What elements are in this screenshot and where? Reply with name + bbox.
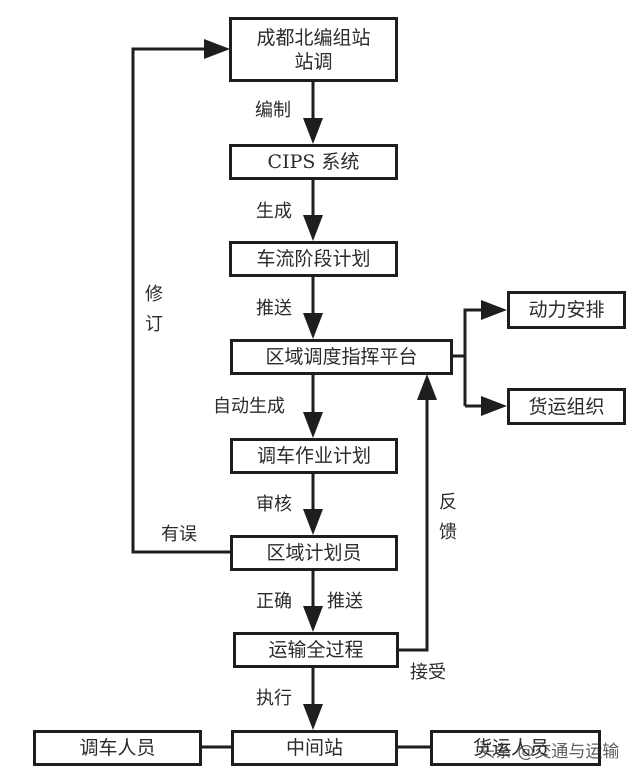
node-power: 动力安排 [507,291,626,329]
node-shunting-plan: 调车作业计划 [230,438,398,474]
arrowhead [204,39,230,59]
edge-label-accept: 接受 [410,662,446,683]
arrowhead [303,606,323,632]
edge-label-correct: 正确 [256,591,292,612]
node-flow-plan: 车流阶段计划 [229,241,398,277]
edge-label-review: 审核 [256,494,292,515]
edge-label-error: 有误 [161,524,197,545]
edge-label-revise: 修订 [145,284,163,335]
edge-label-auto-generate: 自动生成 [213,396,285,417]
node-freight-org: 货运组织 [507,388,626,425]
feedback-loop-line [398,398,429,652]
node-shunting-staff: 调车人员 [33,730,202,766]
node-planner: 区域计划员 [230,535,398,571]
node-middle-station: 中间站 [231,730,398,766]
edge-label-execute: 执行 [256,688,292,709]
edge-label-compile: 编制 [255,100,291,121]
edge-label-generate: 生成 [256,201,292,222]
node-station-dispatch: 成都北编组站 站调 [229,17,398,82]
edge-label-feedback: 反馈 [439,492,457,543]
watermark: 头条 @交通与运输 [478,742,620,762]
edge-label-push1: 推送 [256,298,292,319]
branch-to-power [463,308,483,406]
arrowhead [417,374,437,400]
arrowhead [303,215,323,241]
node-cips: CIPS 系统 [229,144,398,180]
edge-label-push2: 推送 [327,591,363,612]
arrowhead [303,118,323,144]
node-freight-staff-label: 货运人员 [473,737,550,759]
node-freight-staff: 货运人员 [430,730,601,766]
arrowhead [303,704,323,730]
revise-loop-line [131,47,230,554]
arrowhead [303,509,323,535]
arrowhead [481,396,507,416]
node-station-dispatch-line2: 站调 [294,50,333,73]
node-station-dispatch-line1: 成都北编组站 [256,26,371,49]
node-platform: 区域调度指挥平台 [230,339,453,375]
arrowhead [481,300,507,320]
arrowhead [303,412,323,438]
node-transport: 运输全过程 [233,632,399,668]
arrowhead [303,313,323,339]
